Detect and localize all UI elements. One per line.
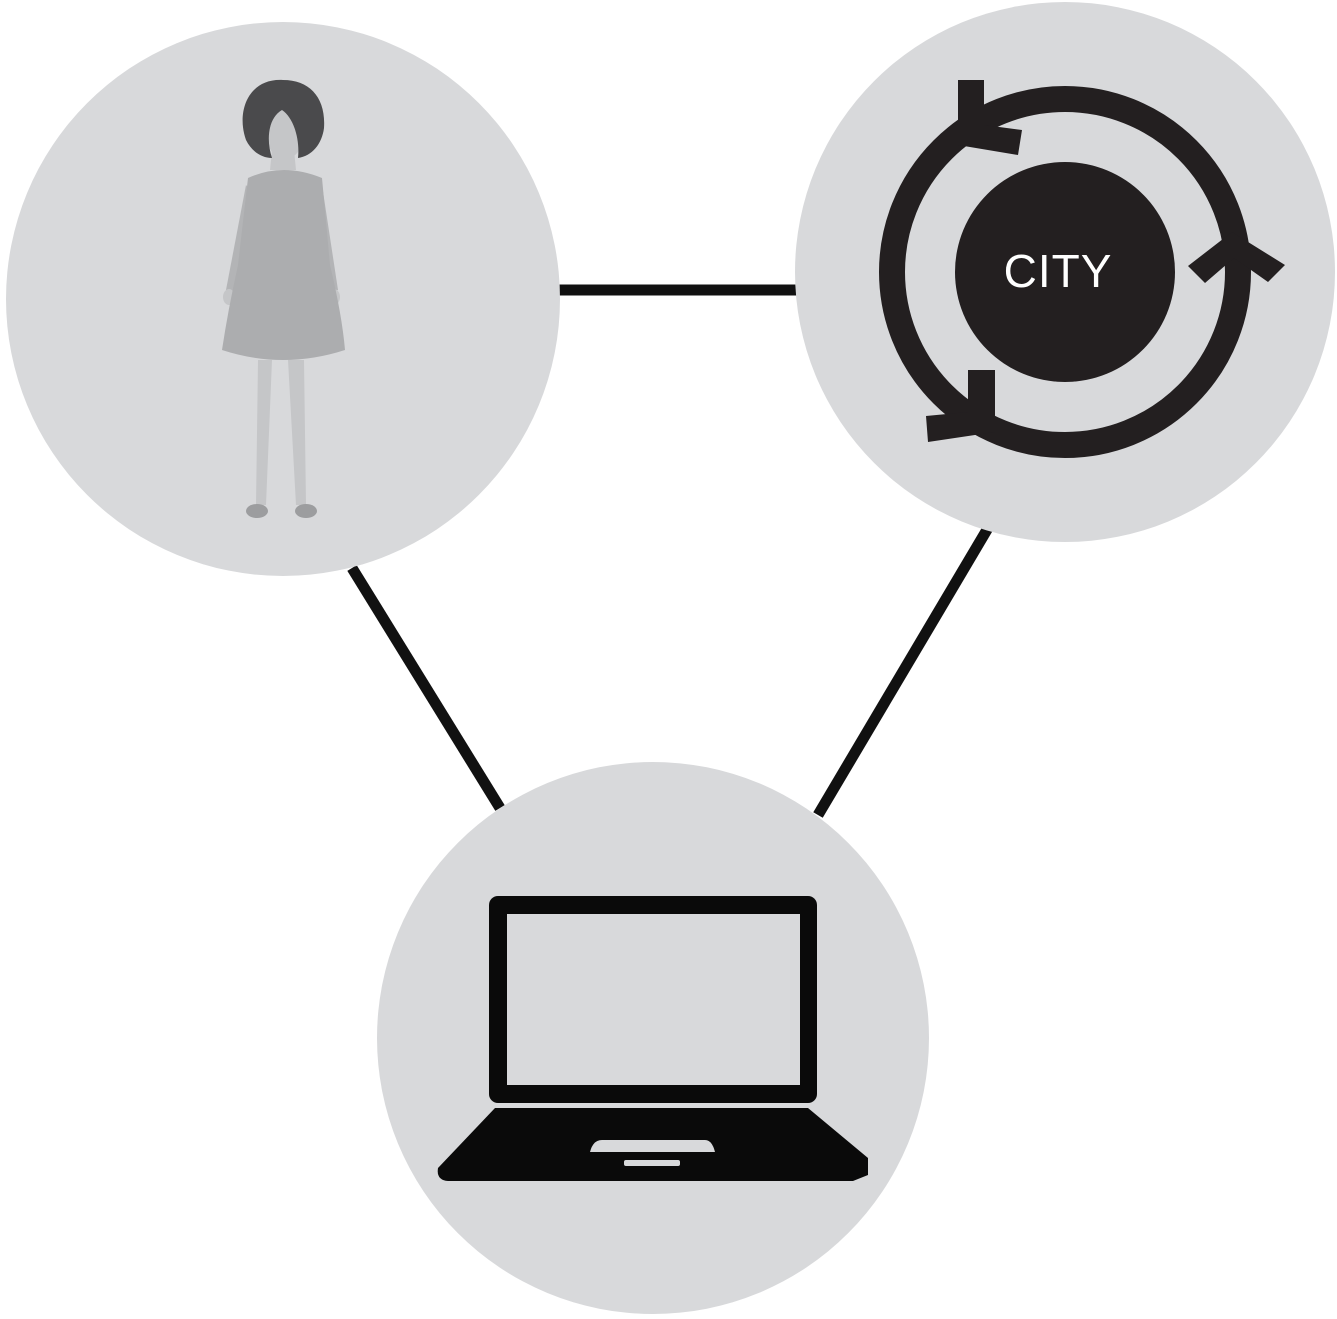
edge-city-laptop bbox=[813, 525, 993, 818]
connector-lines bbox=[347, 284, 993, 818]
laptop-icon bbox=[437, 896, 868, 1181]
laptop-screen bbox=[507, 914, 800, 1085]
laptop-trackpad-button bbox=[624, 1160, 680, 1166]
laptop-node bbox=[377, 762, 929, 1314]
city-label: CITY bbox=[1004, 245, 1113, 297]
cycle-arrow-barbs bbox=[926, 80, 1285, 442]
city-core bbox=[955, 162, 1175, 382]
city-cycle-icon bbox=[879, 80, 1285, 458]
laptop-trackpad bbox=[590, 1140, 715, 1152]
cycle-ring bbox=[879, 86, 1251, 458]
woman-figure-icon bbox=[222, 79, 345, 518]
person-node bbox=[6, 22, 560, 576]
edge-person-laptop bbox=[347, 565, 505, 811]
city-node: CITY bbox=[795, 2, 1335, 542]
